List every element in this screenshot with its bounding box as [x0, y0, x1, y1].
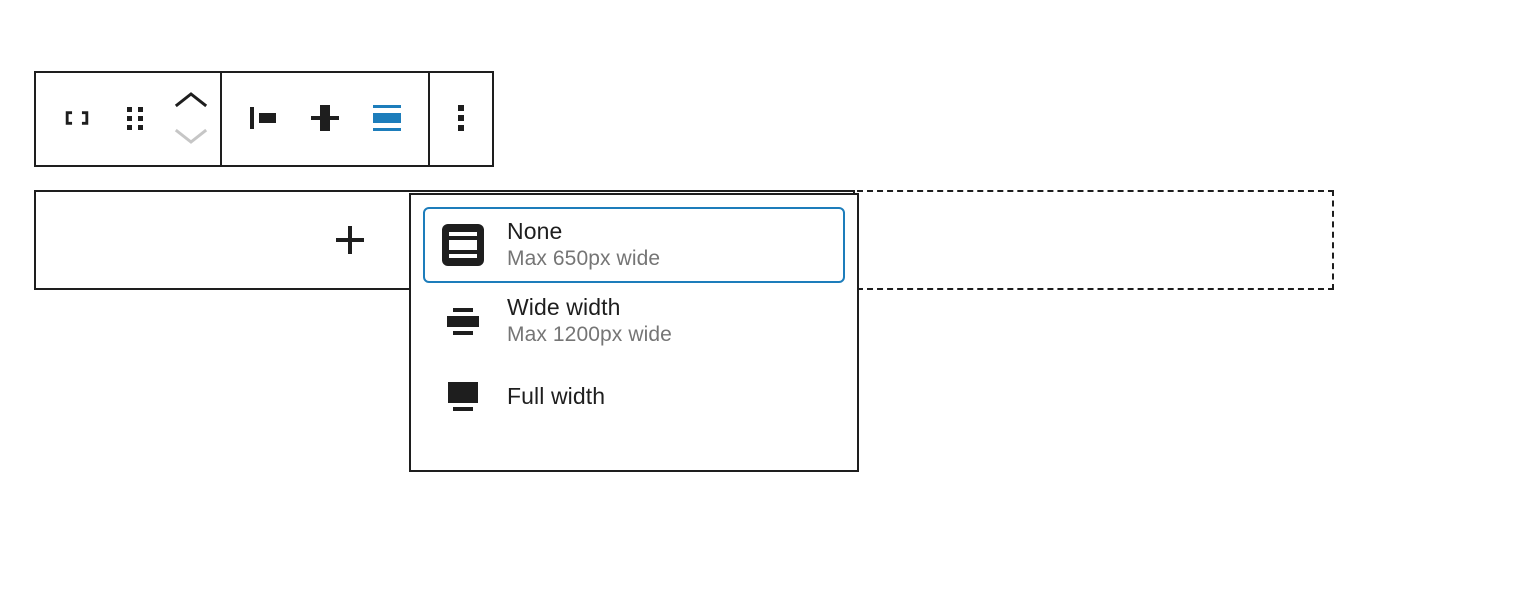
toolbar-group-block-controls: [36, 73, 220, 165]
align-none-icon: [369, 101, 405, 138]
plus-icon: [333, 223, 367, 260]
toolbar-group-block-formatting: [220, 73, 428, 165]
menu-item-full-width-text: Full width: [507, 383, 605, 410]
block-type-button[interactable]: [46, 73, 108, 165]
align-none-selected-icon: [439, 221, 487, 269]
add-block-button[interactable]: [324, 215, 376, 267]
align-left-icon: [244, 101, 282, 138]
move-up-icon: [174, 90, 208, 113]
menu-item-wide-width[interactable]: Wide width Max 1200px wide: [423, 283, 845, 359]
row-block-icon: [59, 100, 95, 139]
drag-handle-button[interactable]: [108, 73, 162, 165]
more-options-icon: [454, 101, 468, 138]
block-toolbar: [34, 71, 494, 167]
toolbar-group-block-options: [428, 73, 492, 165]
align-full-icon: [439, 373, 487, 421]
vertical-align-icon: [306, 101, 344, 138]
vertical-align-button[interactable]: [294, 73, 356, 165]
align-wide-icon: [439, 297, 487, 345]
menu-item-full-width[interactable]: Full width: [423, 359, 845, 435]
move-down-button[interactable]: [171, 124, 211, 150]
menu-item-wide-width-subtitle: Max 1200px wide: [507, 323, 672, 347]
align-button[interactable]: [356, 73, 418, 165]
block-mover: [162, 73, 220, 165]
menu-item-none[interactable]: None Max 650px wide: [423, 207, 845, 283]
drag-handle-icon: [123, 103, 147, 136]
more-options-button[interactable]: [430, 73, 492, 165]
align-dropdown-menu: None Max 650px wide Wide width Max 1200p…: [409, 193, 859, 472]
placeholder-block[interactable]: [857, 190, 1334, 290]
menu-item-wide-width-text: Wide width Max 1200px wide: [507, 294, 672, 348]
menu-item-none-text: None Max 650px wide: [507, 218, 660, 272]
move-up-button[interactable]: [171, 88, 211, 114]
move-down-icon: [174, 126, 208, 149]
menu-item-none-subtitle: Max 650px wide: [507, 247, 661, 271]
menu-item-none-title: None: [507, 218, 563, 245]
justify-items-button[interactable]: [232, 73, 294, 165]
menu-item-full-width-title: Full width: [507, 383, 606, 410]
menu-item-wide-width-title: Wide width: [507, 294, 621, 321]
